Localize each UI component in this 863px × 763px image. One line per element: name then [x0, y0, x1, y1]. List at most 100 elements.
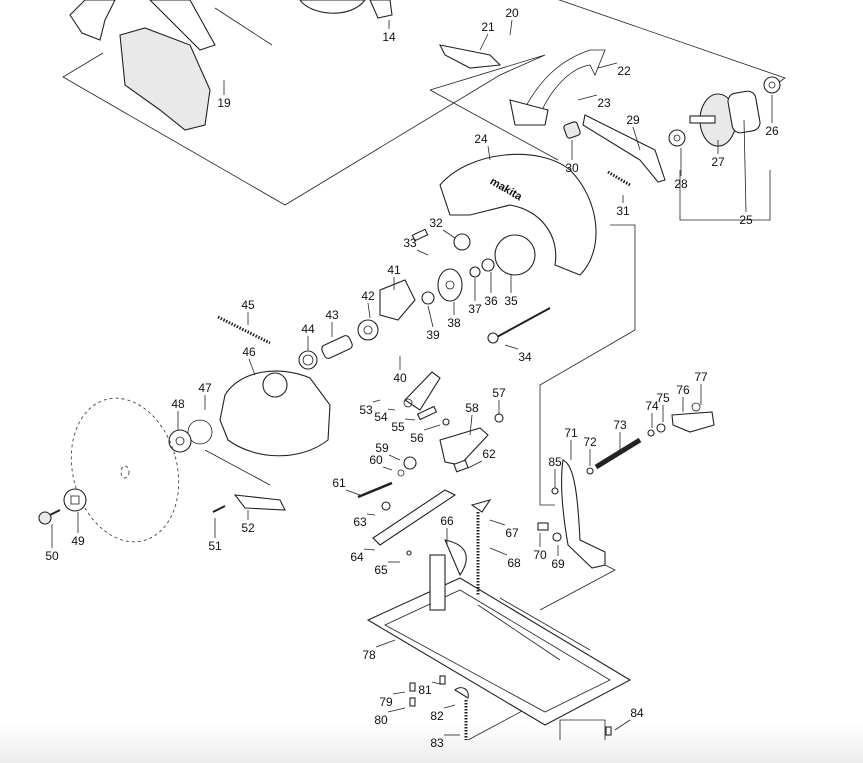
- part-label-69[interactable]: 69: [551, 557, 565, 571]
- part-label-33[interactable]: 33: [403, 236, 417, 250]
- part-label-81[interactable]: 81: [418, 683, 432, 697]
- part-label-29[interactable]: 29: [626, 113, 640, 127]
- leader-line-80: [387, 707, 406, 713]
- part-label-22[interactable]: 22: [617, 64, 631, 78]
- leader-line-60: [382, 466, 393, 471]
- part-label-61[interactable]: 61: [332, 476, 346, 490]
- part-label-34[interactable]: 34: [518, 350, 532, 364]
- part-label-74[interactable]: 74: [645, 399, 659, 413]
- part-label-68[interactable]: 68: [507, 556, 521, 570]
- part-label-65[interactable]: 65: [374, 563, 388, 577]
- part-label-48[interactable]: 48: [171, 397, 185, 411]
- leader-line-20: [509, 19, 513, 36]
- part-label-28[interactable]: 28: [674, 177, 688, 191]
- part-label-46[interactable]: 46: [242, 345, 256, 359]
- part-label-84[interactable]: 84: [630, 706, 644, 720]
- leader-line-24: [487, 145, 491, 161]
- part-label-82[interactable]: 82: [430, 709, 444, 723]
- leader-line-61: [345, 489, 361, 496]
- part-label-70[interactable]: 70: [533, 548, 547, 562]
- part-label-73[interactable]: 73: [613, 418, 627, 432]
- part-label-19[interactable]: 19: [217, 96, 231, 110]
- part-label-37[interactable]: 37: [468, 302, 482, 316]
- part-label-76[interactable]: 76: [676, 383, 690, 397]
- part-label-42[interactable]: 42: [361, 289, 375, 303]
- leader-line-22: [597, 62, 618, 69]
- part-label-78[interactable]: 78: [362, 648, 376, 662]
- part-label-66[interactable]: 66: [440, 514, 454, 528]
- leader-line-42: [367, 302, 371, 319]
- part-label-79[interactable]: 79: [379, 695, 393, 709]
- part-label-20[interactable]: 20: [505, 6, 519, 20]
- part-label-56[interactable]: 56: [410, 431, 424, 445]
- leader-line-64: [363, 548, 376, 551]
- part-label-52[interactable]: 52: [241, 521, 255, 535]
- part-label-62[interactable]: 62: [482, 447, 496, 461]
- part-label-83[interactable]: 83: [430, 736, 444, 750]
- leader-line-34: [504, 344, 519, 350]
- part-label-60[interactable]: 60: [369, 453, 383, 467]
- part-label-59[interactable]: 59: [375, 441, 389, 455]
- part-label-21[interactable]: 21: [481, 20, 495, 34]
- part-label-75[interactable]: 75: [656, 391, 670, 405]
- part-label-50[interactable]: 50: [45, 549, 59, 563]
- part-label-43[interactable]: 43: [325, 308, 339, 322]
- part-label-58[interactable]: 58: [465, 401, 479, 415]
- leader-line-39: [427, 305, 434, 328]
- part-label-31[interactable]: 31: [616, 204, 630, 218]
- leader-line-53: [372, 399, 381, 403]
- part-label-51[interactable]: 51: [208, 539, 222, 553]
- part-label-23[interactable]: 23: [597, 96, 611, 110]
- leader-line-46: [248, 358, 256, 376]
- part-label-32[interactable]: 32: [429, 216, 443, 230]
- part-label-53[interactable]: 53: [359, 403, 373, 417]
- part-label-67[interactable]: 67: [505, 526, 519, 540]
- leader-line-25: [743, 119, 747, 213]
- part-label-25[interactable]: 25: [739, 213, 753, 227]
- leader-line-56: [423, 424, 441, 431]
- leader-line-78: [375, 639, 396, 648]
- part-label-47[interactable]: 47: [198, 381, 212, 395]
- part-label-35[interactable]: 35: [504, 294, 518, 308]
- leader-line-58: [469, 414, 473, 436]
- part-label-40[interactable]: 40: [393, 371, 407, 385]
- leader-line-21: [479, 33, 489, 51]
- part-label-45[interactable]: 45: [241, 298, 255, 312]
- part-label-80[interactable]: 80: [374, 713, 388, 727]
- part-label-55[interactable]: 55: [391, 420, 405, 434]
- part-label-72[interactable]: 72: [583, 435, 597, 449]
- assembly-grouping-lines: [62, 0, 786, 741]
- part-label-63[interactable]: 63: [353, 515, 367, 529]
- part-label-71[interactable]: 71: [564, 426, 578, 440]
- leader-line-23: [577, 94, 598, 101]
- part-label-77[interactable]: 77: [694, 370, 708, 384]
- part-label-30[interactable]: 30: [565, 161, 579, 175]
- motor-housing: [69, 0, 393, 131]
- part-label-38[interactable]: 38: [447, 316, 461, 330]
- part-label-26[interactable]: 26: [765, 124, 779, 138]
- depth-guide: [537, 402, 715, 569]
- part-label-64[interactable]: 64: [350, 550, 364, 564]
- part-label-57[interactable]: 57: [492, 386, 506, 400]
- part-label-85[interactable]: 85: [548, 455, 562, 469]
- leader-line-54: [387, 408, 396, 411]
- part-label-36[interactable]: 36: [484, 294, 498, 308]
- part-label-27[interactable]: 27: [711, 155, 725, 169]
- part-label-44[interactable]: 44: [301, 322, 315, 336]
- part-label-54[interactable]: 54: [374, 410, 388, 424]
- armature: [668, 76, 781, 147]
- leader-line-68: [489, 547, 508, 556]
- part-label-24[interactable]: 24: [474, 132, 488, 146]
- bevel-parts: [357, 371, 504, 556]
- part-label-41[interactable]: 41: [387, 263, 401, 277]
- leader-line-62: [467, 460, 483, 469]
- base-plate: [366, 499, 632, 740]
- leader-line-81: [431, 681, 441, 685]
- part-label-14[interactable]: 14: [382, 30, 396, 44]
- part-label-39[interactable]: 39: [426, 328, 440, 342]
- saw-blade: [38, 397, 180, 543]
- part-label-49[interactable]: 49: [71, 534, 85, 548]
- lever-52: [212, 494, 286, 513]
